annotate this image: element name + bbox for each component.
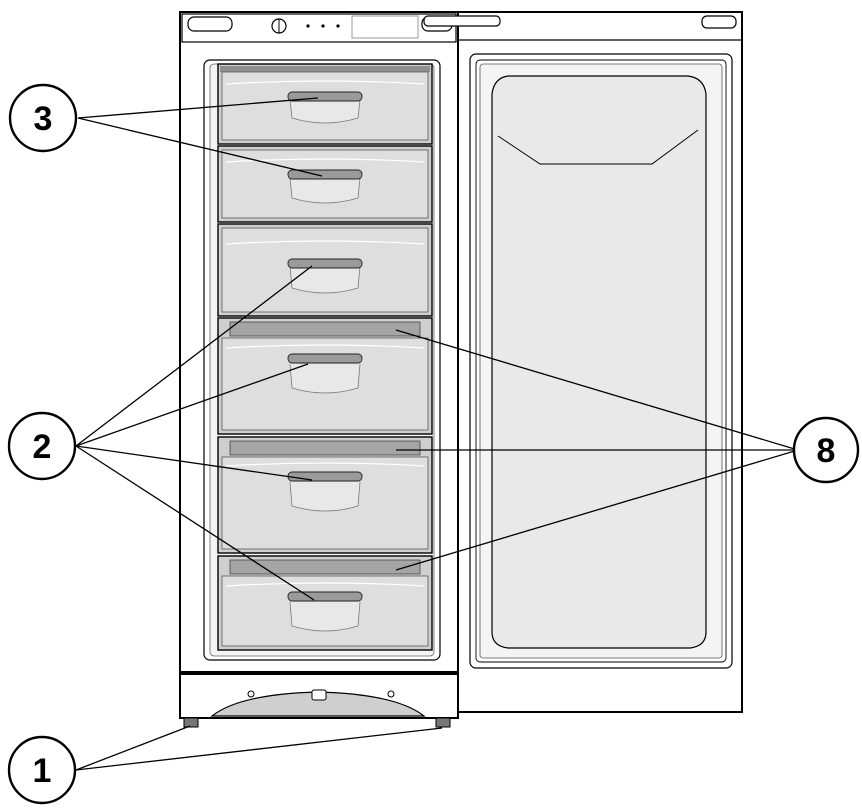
drawer-handle xyxy=(287,258,363,269)
door-liner xyxy=(491,75,707,649)
drawer-handle xyxy=(287,353,363,364)
callout-circle xyxy=(792,416,860,484)
door-corner-cap xyxy=(701,15,737,29)
plinth-latch xyxy=(311,689,327,701)
callout-circle xyxy=(7,735,77,805)
adjustable-foot-right xyxy=(435,717,451,728)
drawer-6 xyxy=(217,555,433,651)
callout-label: 3 xyxy=(34,100,53,138)
callout-circle xyxy=(8,83,78,153)
glass-shelf xyxy=(229,559,421,575)
callout-3: 3 xyxy=(8,83,78,153)
callout-label: 8 xyxy=(817,432,836,470)
callout-label: 2 xyxy=(33,428,52,466)
drawer-4 xyxy=(217,317,433,435)
adjustable-foot-left xyxy=(183,717,199,728)
glass-shelf xyxy=(229,321,421,337)
callout-2: 2 xyxy=(7,411,77,481)
screw-icon xyxy=(387,690,395,698)
indicator-light-icon xyxy=(321,24,325,28)
drawer-handle xyxy=(287,471,363,482)
drawer-5 xyxy=(217,436,433,554)
callout-1: 1 xyxy=(7,735,77,805)
drawer-3 xyxy=(217,223,433,317)
drawer-2 xyxy=(217,145,433,223)
panel-handle-left xyxy=(187,16,233,32)
callout-circle xyxy=(7,411,77,481)
indicator-light-icon xyxy=(306,24,310,28)
drawer-handle xyxy=(287,591,363,602)
callout-8: 8 xyxy=(792,416,860,484)
indicator-light-icon xyxy=(336,24,340,28)
glass-shelf xyxy=(229,440,421,456)
freezer-door xyxy=(423,11,743,713)
callout-label: 1 xyxy=(33,752,52,790)
control-panel xyxy=(181,13,457,43)
plinth xyxy=(179,673,459,728)
panel-display xyxy=(351,15,419,39)
screw-icon xyxy=(247,690,255,698)
drawer-1 xyxy=(217,63,433,145)
drawer-handle xyxy=(287,169,363,180)
door-hinge xyxy=(423,15,501,27)
leader-lines xyxy=(75,97,799,771)
